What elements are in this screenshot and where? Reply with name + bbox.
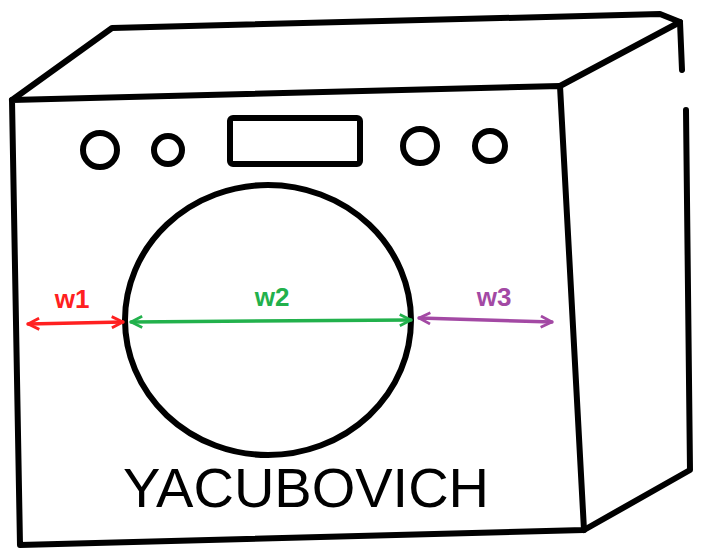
dimension-label: w3 [477,284,512,310]
machine-side [584,22,690,530]
door [125,185,411,455]
dimension-arrow [28,322,123,324]
dimension-label: w2 [255,284,290,310]
dimension-label: w1 [55,286,90,312]
knob [83,133,117,167]
knob [403,129,437,163]
machine-front [12,86,584,545]
brand-text: YACUBOVICH [123,460,489,516]
dimension-arrow [131,320,411,322]
dimension-arrow [419,318,552,322]
machine-top [12,14,680,100]
display [230,118,360,164]
knob [475,131,505,161]
knob [154,136,182,164]
